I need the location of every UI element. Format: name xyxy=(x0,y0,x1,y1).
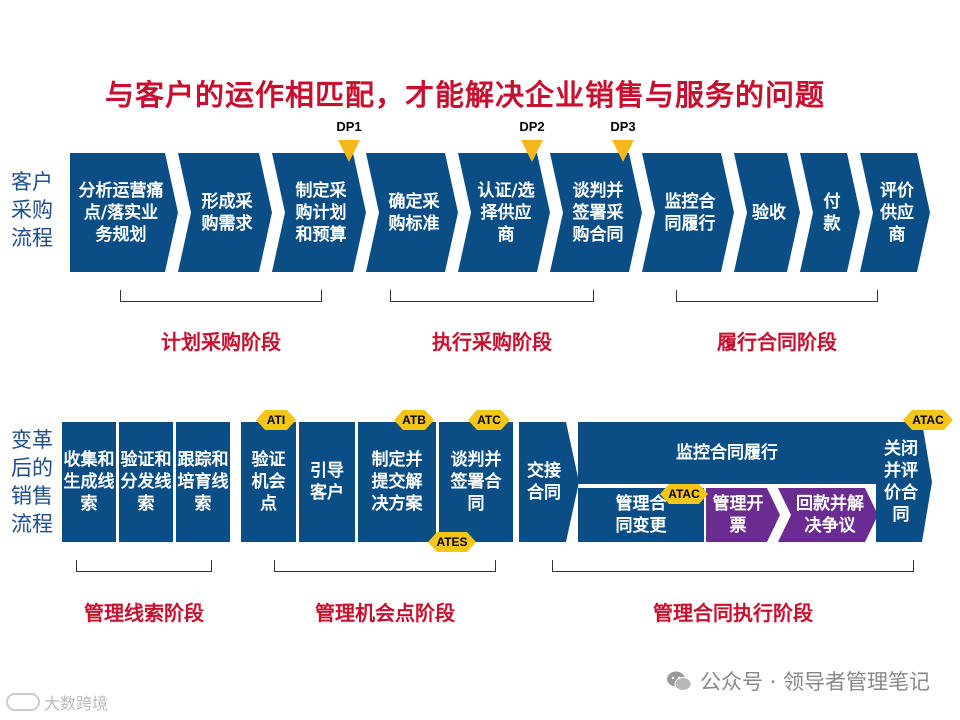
dp3-label: DP3 xyxy=(610,119,636,134)
sales-step-manage-invoice: 管理开票 xyxy=(706,488,780,542)
marker-atb: ATB xyxy=(394,410,434,430)
customer-step-pay: 付款 xyxy=(800,153,860,272)
dp2-label: DP2 xyxy=(519,119,545,134)
marker-atac-end: ATAC xyxy=(903,410,953,430)
dp1-marker-icon xyxy=(338,140,360,162)
wechat-account: 公众号 · 领导者管理笔记 xyxy=(666,666,930,696)
customer-stage-execute: 执行采购阶段 xyxy=(432,330,552,354)
customer-step-monitor: 监控合同履行 xyxy=(642,153,734,272)
sales-stage-brace-opportunity xyxy=(274,560,496,572)
dp2-marker-icon xyxy=(521,140,543,162)
customer-step-plan-budget: 制定采购计划和预算 xyxy=(272,153,366,272)
sales-step-negotiate-contract: 谈判并签署合同 xyxy=(439,422,513,542)
customer-step-analyze: 分析运营痛点/落实业务规划 xyxy=(70,153,178,272)
customer-step-sign-contract: 谈判并签署采购合同 xyxy=(550,153,642,272)
customer-process-label: 客户 采购 流程 xyxy=(11,170,53,250)
customer-stage-brace-plan xyxy=(120,290,322,302)
wechat-account-name: 公众号 · 领导者管理笔记 xyxy=(699,670,930,694)
sales-step-collect-leads: 收集和生成线索 xyxy=(62,422,116,542)
marker-atc: ATC xyxy=(468,410,510,430)
dp1-label: DP1 xyxy=(336,119,362,134)
customer-step-select-supplier: 认证/选择供应商 xyxy=(458,153,550,272)
page-title: 与客户的运作相匹配，才能解决企业销售与服务的问题 xyxy=(104,78,825,112)
sales-stage-brace-leads xyxy=(76,560,212,572)
sales-step-verify-opportunity: 验证机会点 xyxy=(241,422,296,542)
watermark-text: 大数跨境 xyxy=(44,694,109,713)
sales-step-close-contract: 关闭并评价合同 xyxy=(876,422,932,542)
sales-step-verify-leads: 验证和分发线索 xyxy=(119,422,173,542)
sales-stage-leads: 管理线索阶段 xyxy=(84,601,204,625)
customer-stage-brace-execute xyxy=(390,290,594,302)
sales-stage-opportunity: 管理机会点阶段 xyxy=(315,601,455,625)
customer-stage-plan: 计划采购阶段 xyxy=(161,330,281,354)
marker-ati: ATI xyxy=(256,410,296,430)
watermark: 大数跨境 xyxy=(6,690,108,714)
sales-step-collect-payment: 回款并解决争议 xyxy=(778,488,878,542)
sales-step-nurture-leads: 跟踪和培育线索 xyxy=(176,422,230,542)
sales-process-label: 变革 后的 销售 流程 xyxy=(11,428,53,536)
watermark-logo-icon xyxy=(6,693,40,711)
sales-step-handover-contract: 交接合同 xyxy=(519,422,579,542)
sales-stage-execution: 管理合同执行阶段 xyxy=(653,601,813,625)
customer-step-evaluate: 评价供应商 xyxy=(860,153,930,272)
customer-stage-fulfil: 履行合同阶段 xyxy=(717,330,837,354)
customer-step-criteria: 确定采购标准 xyxy=(366,153,458,272)
customer-step-form-demand: 形成采购需求 xyxy=(178,153,272,272)
sales-step-monitor-contract: 监控合同履行 xyxy=(578,422,876,484)
wechat-icon xyxy=(666,670,692,692)
sales-step-solution: 制定并提交解决方案 xyxy=(358,422,436,542)
customer-step-accept: 验收 xyxy=(734,153,800,272)
marker-atac-mid: ATAC xyxy=(660,484,708,504)
dp3-marker-icon xyxy=(612,140,634,162)
customer-stage-brace-fulfil xyxy=(676,290,878,302)
marker-ates: ATES xyxy=(428,532,476,552)
sales-stage-brace-execution xyxy=(552,560,914,572)
sales-step-guide-customer: 引导客户 xyxy=(299,422,355,542)
